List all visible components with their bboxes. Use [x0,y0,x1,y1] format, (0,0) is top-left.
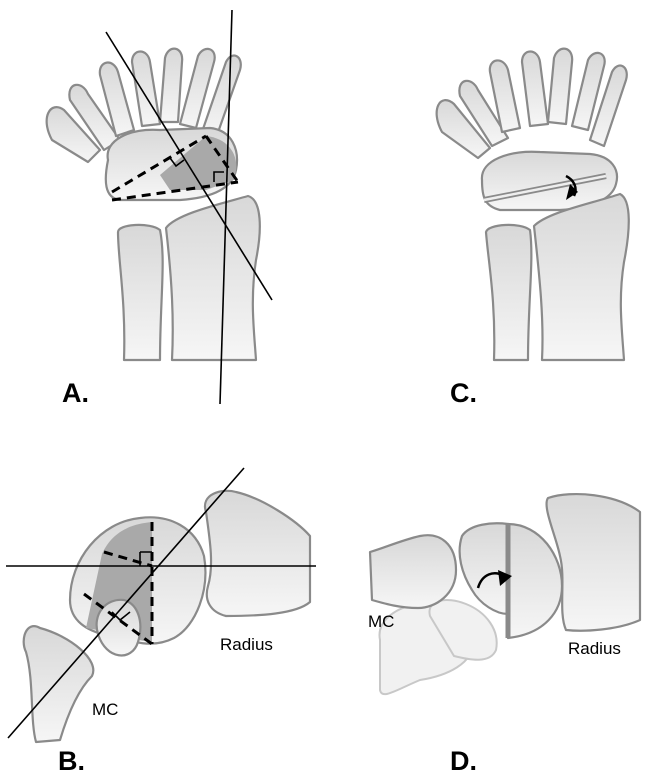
radius-label-d: Radius [568,639,621,658]
metacarpals-c [437,49,627,158]
mc-label-b: MC [92,700,118,719]
panel-a: A. [47,10,272,408]
radius-c [534,194,629,360]
mc-label-d: MC [368,612,394,631]
label-b: B. [58,746,85,774]
radius-d [508,524,562,638]
label-a: A. [62,378,89,408]
panel-d: MC Radius D. [368,494,640,774]
panel-c: C. [437,49,629,408]
radius-b [205,491,310,616]
ulna-c [486,225,531,360]
metacarpal-b [24,626,94,742]
label-d: D. [450,746,477,774]
label-c: C. [450,378,477,408]
radius-label-b: Radius [220,635,273,654]
lunate-d [460,523,508,614]
radius-shaft-d [547,494,640,631]
metacarpal-d [370,535,456,608]
ulna-a [118,225,163,360]
radius-a [166,196,260,360]
panel-b: Radius MC B. [6,468,316,774]
